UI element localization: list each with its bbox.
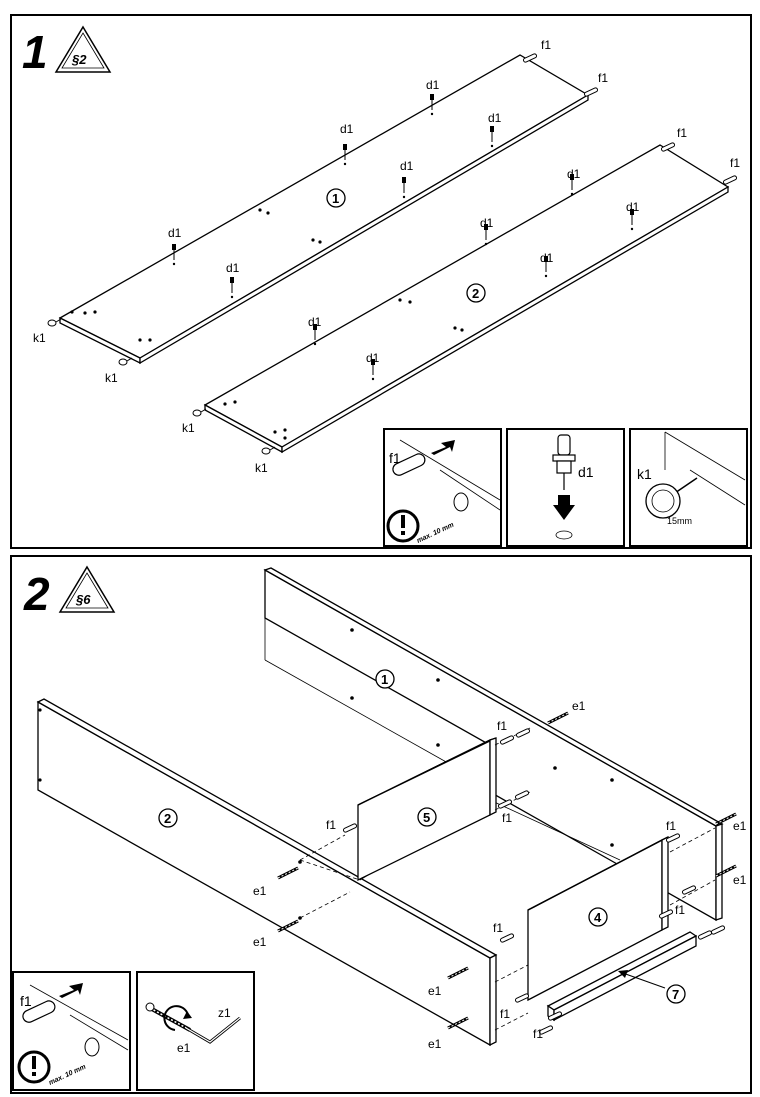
bolt-label: e1 [733,819,747,833]
step1-inset-dowel: f1 max. 10 mm [383,428,502,547]
step2-badge: §6 [75,592,91,607]
inset-tool-label: z1 [218,1006,231,1020]
step2-inset-bolt: e1 z1 [136,971,255,1091]
glide-label: k1 [105,371,118,385]
bolt-label: e1 [253,884,267,898]
pin-label: d1 [400,159,414,173]
inset-glide-size: 15mm [667,516,692,526]
pin-label: d1 [226,261,240,275]
pin-label: d1 [366,351,380,365]
divider-panel-number: 5 [423,810,430,825]
pin-label: d1 [488,111,502,125]
inset-bolt-label: e1 [177,1041,191,1055]
board-1-number: 1 [332,191,339,206]
step2-rail-7: 7 [546,931,698,1022]
inset-glide-label: k1 [637,466,652,482]
dowel-label: f1 [675,903,685,917]
back-panel-number-circle [375,669,395,689]
step2-divider-panel-5: 5 [357,737,497,882]
inset-dowel-f1-2: f1 [20,993,32,1009]
pin-label: d1 [308,315,322,329]
step1-inset-glide: k1 15mm [629,428,748,547]
step2-front-panel-2: 2 [36,698,498,1047]
dowel-label: f1 [497,719,507,733]
step1-warning-triangle: §2 [54,25,112,73]
side-panel-number-circle [588,907,608,927]
board-1-number-circle [326,188,346,208]
glide-label: k1 [182,421,195,435]
step2-guide-lines [299,727,716,1031]
pin-label: d1 [426,78,440,92]
step2-frame [10,555,752,1094]
glide-label: k1 [255,461,268,475]
bolt-label: e1 [572,699,586,713]
pin-label: d1 [626,200,640,214]
dowel-label: f1 [493,921,503,935]
dowel-label: f1 [598,71,608,85]
step2-number: 2 [23,568,50,620]
step2-inset-dowel: max. 10 mm f1 [12,971,131,1091]
pin-label: d1 [567,167,581,181]
rail-number: 7 [672,987,679,1002]
board-2-number: 2 [472,286,479,301]
step1-board-2: 2 [203,144,730,454]
dowel-label: f1 [666,819,676,833]
bolt-label: e1 [733,873,747,887]
board-2-number-circle [466,283,486,303]
dowel-label: f1 [326,818,336,832]
dowel-label: f1 [730,156,740,170]
step1-frame [10,14,752,549]
front-panel-number-circle [158,808,178,828]
dowel-label: f1 [533,1027,543,1041]
side-panel-number: 4 [594,910,602,925]
bolt-label: e1 [253,935,267,949]
step1-badge: §2 [71,52,87,67]
glide-label: k1 [33,331,46,345]
pin-label: d1 [480,216,494,230]
step2-warning-triangle: §6 [58,565,116,613]
step1-number: 1 [22,26,48,78]
step1-inset-pin: d1 [506,428,625,547]
bolt-label: e1 [428,1037,442,1051]
dowel-label: f1 [500,1007,510,1021]
dowel-label: f1 [541,38,551,52]
inset-dowel-label: f1 [389,450,401,466]
divider-panel-number-circle [417,807,437,827]
pin-label: d1 [540,251,554,265]
step1-board-1: 1 [58,54,590,365]
pin-label: d1 [340,122,354,136]
bolt-label: e1 [428,984,442,998]
rail-number-circle [666,984,686,1004]
step2-side-panel-4: 4 [527,835,669,1002]
dowel-label: f1 [502,811,512,825]
pin-label: d1 [168,226,182,240]
back-panel-number: 1 [381,672,388,687]
front-panel-number: 2 [164,811,171,826]
inset-pin-label: d1 [578,464,594,480]
dowel-label: f1 [677,126,687,140]
